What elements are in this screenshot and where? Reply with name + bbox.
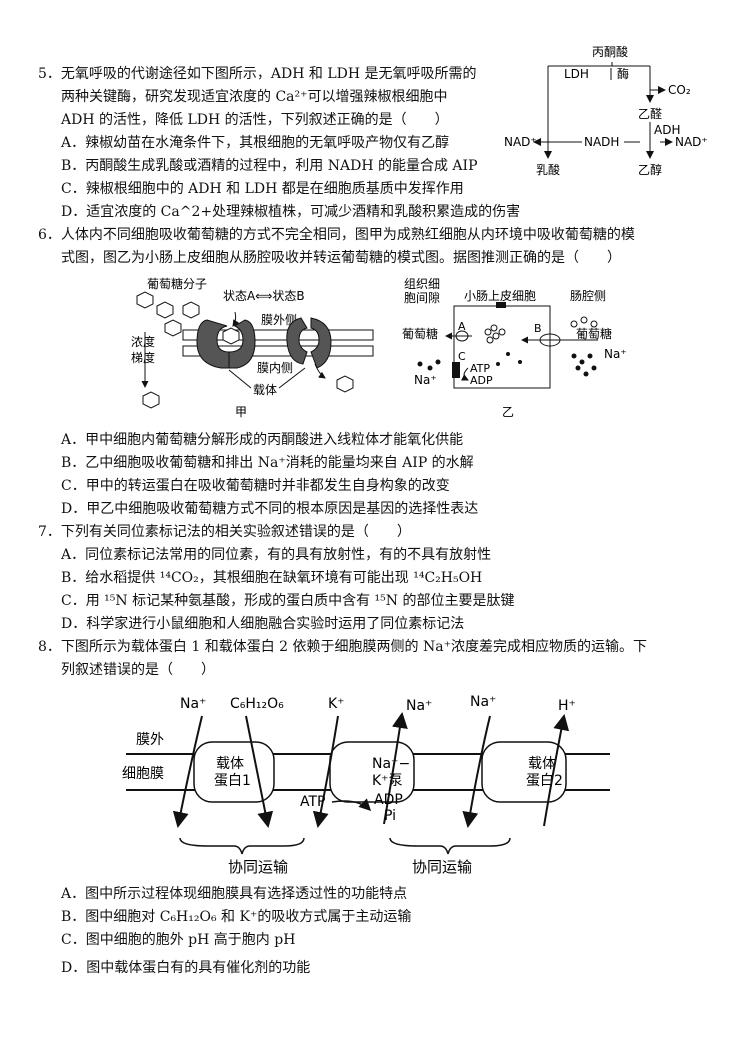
- q8-option-d: D．图中载体蛋白有的具有催化剂的功能: [61, 960, 311, 976]
- state-label: 状态A⟺状态B: [223, 289, 305, 303]
- gradient-label-1: 浓度: [131, 334, 155, 349]
- q5-stem-line1: 5．无氧呼吸的代谢途径如下图所示，ADH 和 LDH 是无氧呼吸所需的: [38, 66, 477, 82]
- lactate-label: 乳酸: [536, 162, 560, 177]
- q7-stem: 7．下列有关同位素标记法的相关实验叙述错误的是（ ）: [38, 524, 411, 540]
- cell-label: 小肠上皮细胞: [464, 289, 536, 303]
- pi-label: Pi: [384, 808, 396, 824]
- q5-option-b: B．丙酮酸生成乳酸或酒精的过程中，利用 NADH 的能量合成 AIP: [61, 158, 478, 174]
- glucose-hexagon-icon: [182, 301, 200, 319]
- nad-left-label: NAD⁺: [504, 135, 537, 149]
- h-label: H⁺: [558, 698, 576, 714]
- q6-stem-line1: 6．人体内不同细胞吸收葡萄糖的方式不完全相同，图甲为成熟红细胞从内环境中吸收葡萄…: [38, 227, 635, 243]
- carrier2-label-1: 载体: [528, 756, 556, 772]
- cotransport2-brace: [389, 837, 511, 855]
- glucose-left-label: 葡萄糖: [402, 326, 438, 341]
- q7-option-b: B．给水稻提供 ¹⁴CO₂，其根细胞在缺氧环境有可能出现 ¹⁴C₂H₅OH: [61, 570, 483, 586]
- q5-option-a: A．辣椒幼苗在水淹条件下，其根细胞的无氧呼吸产物仅有乙醇: [61, 135, 450, 151]
- adp-label: ADP: [470, 374, 493, 387]
- pump-label-2: K⁺泵: [372, 773, 403, 789]
- atp-label: ATP: [470, 362, 490, 375]
- na-k-pump: [329, 741, 415, 803]
- co2-label: CO₂: [668, 83, 691, 97]
- q5-pathway-diagram: 丙酮酸 LDH 酶 CO₂ 乙醛 ADH NAD⁺ NADH NAD⁺ 乳酸 乙…: [504, 44, 708, 177]
- interstitial-label-2: 胞间隙: [404, 291, 440, 305]
- outside-label: 膜外: [136, 732, 164, 748]
- q8-stem-line2: 列叙述错误的是（ ）: [61, 662, 215, 678]
- acetaldehyde-label: 乙醛: [638, 106, 662, 121]
- glucose-hexagon-icon: [222, 327, 240, 345]
- ethanol-label: 乙醇: [638, 162, 662, 177]
- label-a: A: [458, 320, 466, 333]
- q7-option-a: A．同位素标记法常用的同位素，有的具有放射性，有的不具有放射性: [61, 547, 492, 563]
- q8-option-c: C．图中细胞的胞外 pH 高于胞内 pH: [61, 932, 296, 948]
- epithelial-cell: [453, 305, 551, 389]
- interstitial-label-1: 组织细: [404, 277, 440, 291]
- na2-label: Na⁺: [406, 698, 432, 714]
- carrier-label: 载体: [253, 383, 277, 397]
- q5-stem-line2: 两种关键酶，研究发现适宜浓度的 Ca²⁺可以增强辣椒根细胞中: [61, 89, 448, 105]
- cotransport2-label: 协同运输: [412, 858, 472, 876]
- gradient-label-2: 梯度: [131, 350, 155, 365]
- outside-label: 膜外侧: [261, 313, 297, 327]
- cotransport1-label: 协同运输: [228, 858, 288, 876]
- na1-label: Na⁺: [180, 696, 206, 712]
- q7-option-c: C．用 ¹⁵N 标记某种氨基酸，形成的蛋白质中含有 ¹⁵N 的部位主要是肽键: [61, 593, 515, 609]
- pump-label-1: Na⁺−: [372, 756, 410, 772]
- carrier-protein-2: [286, 317, 308, 365]
- q6-option-d: D．甲乙中细胞吸收葡萄糖方式不同的根本原因是基因的选择性表达: [61, 501, 479, 517]
- q8-option-a: A．图中所示过程体现细胞膜具有选择透过性的功能特点: [61, 886, 408, 902]
- carrier1-label-1: 载体: [216, 756, 244, 772]
- carrier2-label-2: 蛋白2: [526, 773, 563, 789]
- q6-option-c: C．甲中的转运蛋白在吸收葡萄糖时并非都发生自身构象的改变: [61, 478, 450, 494]
- na-right-label: Na⁺: [604, 347, 627, 361]
- fig-jia-caption: 甲: [235, 405, 247, 419]
- q5-option-c: C．辣椒根细胞中的 ADH 和 LDH 都是在细胞质基质中发挥作用: [61, 181, 464, 197]
- pyruvate-label: 丙酮酸: [592, 44, 628, 59]
- carrier-protein-2: [481, 741, 567, 803]
- nadh-label: NADH: [584, 135, 619, 149]
- nad-right-label: NAD⁺: [675, 135, 708, 149]
- glucose-molecule-label: 葡萄糖分子: [147, 276, 207, 291]
- q6-figure-yi: 组织细 胞间隙 小肠上皮细胞 肠腔侧 葡萄糖 A B 葡萄糖 Na⁺ C ATP…: [402, 277, 627, 419]
- fig-yi-caption: 乙: [502, 405, 514, 419]
- glucose-hexagon-icon: [156, 301, 174, 319]
- label-c: C: [458, 350, 466, 363]
- q5-option-d: D．适宜浓度的 Ca^2+处理辣椒植株，可减少酒精和乳酸积累造成的伤害: [61, 204, 521, 220]
- na-left-label: Na⁺: [414, 373, 437, 387]
- adh-label: ADH: [654, 123, 680, 137]
- atp-label: ATP: [300, 794, 325, 810]
- inside-label: 膜内侧: [257, 361, 293, 375]
- glucose-label: C₆H₁₂O₆: [230, 696, 284, 712]
- glucose-hexagon-icon: [142, 391, 160, 409]
- q5-stem-line3: ADH 的活性，降低 LDH 的活性，下列叙述正确的是（ ）: [61, 112, 449, 128]
- na3-label: Na⁺: [470, 694, 496, 710]
- q6-option-a: A．甲中细胞内葡萄糖分解形成的丙酮酸进入线粒体才能氧化供能: [61, 432, 464, 448]
- q8-option-b: B．图中细胞对 C₆H₁₂O₆ 和 K⁺的吸收方式属于主动运输: [61, 909, 412, 925]
- q6-option-b: B．乙中细胞吸收葡萄糖和排出 Na⁺消耗的能量均来自 AIP 的水解: [61, 455, 474, 471]
- carrier-protein-1: [196, 319, 230, 369]
- q8-stem-line1: 8．下图所示为载体蛋白 1 和载体蛋白 2 依赖于细胞膜两侧的 Na⁺浓度差完成…: [38, 639, 647, 655]
- q6-figure-jia: 葡萄糖分子 状态A⟺状态B 浓度 梯度 膜外侧 膜内侧 载体 甲: [131, 276, 374, 419]
- membrane-label: 细胞膜: [122, 766, 164, 782]
- k-label: K⁺: [328, 696, 345, 712]
- glucose-hexagon-icon: [136, 291, 154, 309]
- glucose-hexagon-icon: [164, 319, 182, 337]
- adp-label: ADP: [374, 792, 403, 808]
- ldh-label: LDH: [564, 67, 589, 81]
- carrier1-label-2: 蛋白1: [214, 773, 251, 789]
- q6-stem-line2: 式图，图乙为小肠上皮细胞从肠腔吸收并转运葡萄糖的模式图。据图推测正确的是（ ）: [61, 250, 621, 266]
- glucose-hexagon-icon: [336, 375, 354, 393]
- label-b: B: [534, 322, 542, 335]
- q7-option-d: D．科学家进行小鼠细胞和人细胞融合实验时运用了同位素标记法: [61, 616, 465, 632]
- enzyme-label: 酶: [617, 66, 629, 81]
- q8-transport-diagram: 膜外 细胞膜 Na⁺ C₆H₁₂O₆ K⁺ Na⁺ Na⁺ H⁺ 载体 蛋白1 …: [122, 694, 610, 876]
- cotransport1-brace: [179, 837, 305, 855]
- glucose-right-label: 葡萄糖: [576, 326, 612, 341]
- lumen-label: 肠腔侧: [570, 288, 606, 303]
